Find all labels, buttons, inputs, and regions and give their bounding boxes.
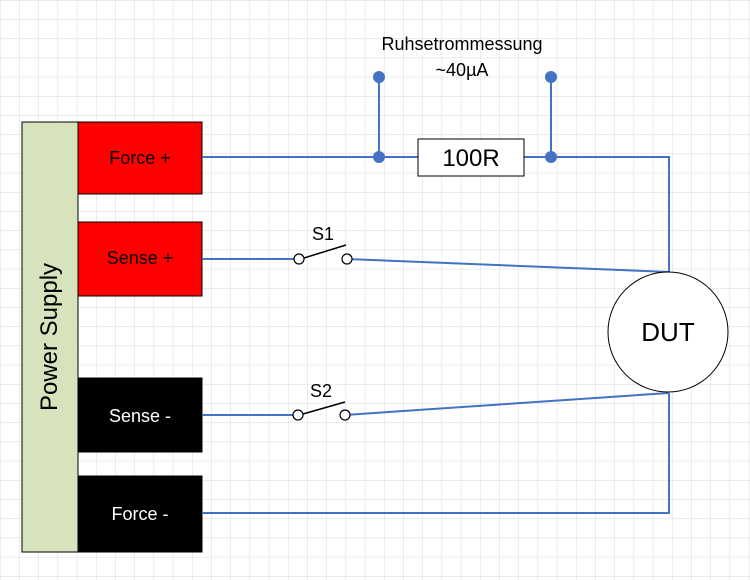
force-minus-label: Force - — [111, 504, 168, 524]
junction-dot-right — [545, 151, 557, 163]
dut-circle — [607, 271, 729, 393]
sense-plus-terminal — [77, 221, 203, 297]
switch-s1-contact-right — [341, 253, 353, 265]
switch-s1-label: S1 — [312, 224, 334, 244]
sense-minus-label: Sense - — [109, 406, 171, 426]
sense-plus-wire — [202, 258, 670, 273]
switch-s1 — [293, 244, 353, 265]
junction-dot-left — [373, 151, 385, 163]
force-plus-label: Force + — [109, 148, 171, 168]
switch-s1-blade — [303, 244, 347, 259]
measurement-value: ~40µA — [436, 60, 489, 80]
switch-s2-label: S2 — [310, 381, 332, 401]
switch-s2-contact-right — [339, 409, 351, 421]
resistor — [417, 138, 525, 177]
measurement-title: Ruhsetrommessung — [381, 34, 542, 54]
switch-s1-contact-left — [293, 253, 305, 265]
measurement-terminal-left — [373, 71, 385, 83]
force-minus-terminal — [77, 475, 203, 553]
sense-minus-terminal — [77, 377, 203, 453]
sense-minus-wire — [202, 392, 670, 416]
power-supply-label: Power Supply — [36, 263, 63, 411]
force-plus-terminal — [77, 121, 203, 195]
dut-label: DUT — [641, 317, 695, 347]
sense-plus-label: Sense + — [107, 248, 174, 268]
resistor-label: 100R — [442, 145, 499, 172]
measurement-terminal-right — [545, 71, 557, 83]
switch-s2-contact-left — [292, 409, 304, 421]
switch-s2 — [292, 401, 351, 421]
power-supply-box — [21, 121, 79, 553]
switch-s2-blade — [302, 401, 346, 415]
force-minus-wire — [202, 393, 670, 514]
